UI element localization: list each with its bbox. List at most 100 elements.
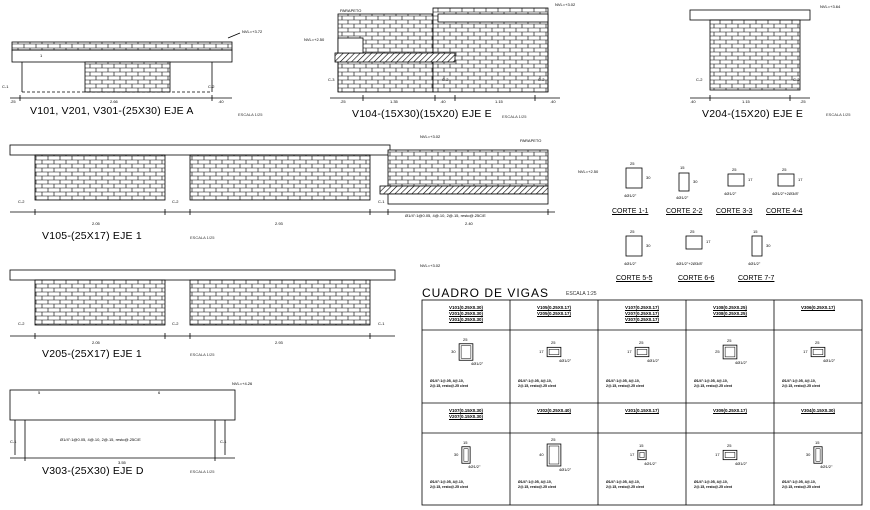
corte-3-label: CORTE 3-3 — [716, 208, 753, 215]
parapeto-v105: PARAPETO — [520, 138, 542, 143]
corte-2-bars: 4Ø1/2" — [676, 195, 689, 200]
cuadro-cell-bars: 4Ø1/2" — [820, 464, 833, 470]
corte-5-h: 30 — [646, 243, 651, 248]
cuadro-title: CUADRO DE VIGAS — [422, 286, 550, 300]
cuadro-cell-name: V307(0.25X0.17) — [624, 317, 660, 322]
corte-5-w: 25 — [630, 229, 635, 234]
level-v204: NVL=+3.64 — [820, 4, 841, 9]
cuadro-cell-name: V107(0.15X0.30) — [448, 408, 484, 413]
dim-v204-a: .40 — [690, 99, 696, 104]
axis-c1-v303: C-1 — [10, 439, 17, 444]
cuadro-cell-width: 25 — [551, 437, 556, 442]
axis-c3-v104: C-3 — [328, 77, 335, 82]
dim-v104-span1: 1.35 — [390, 99, 398, 104]
corte-7-w: 15 — [753, 229, 758, 234]
cuadro-cell-section — [546, 346, 562, 358]
corte-6-section — [685, 235, 703, 250]
cuadro-cell-section — [634, 346, 650, 358]
corte-3-h: 17 — [748, 177, 753, 182]
corte-3-bars: 4Ø1/2" — [724, 191, 737, 196]
cuadro-cell-name: V304(0.15X0.30) — [800, 408, 836, 413]
corte-5-section — [625, 235, 643, 257]
cuadro-cell-width: 15 — [815, 439, 820, 445]
cuadro-cell-spec1: Ø1/4":1@.05, 4@.10, — [782, 480, 816, 484]
scale-v303: ESCALA 1/25 — [190, 469, 215, 474]
level-v303: NVL=+4.26 — [232, 381, 253, 386]
dim-v204-span: 1.15 — [742, 99, 750, 104]
dim-v104-b: .40 — [440, 99, 446, 104]
cuadro-cell-name: V301(0.25X0.30) — [448, 317, 484, 322]
cuadro-cell-stirrup — [548, 445, 560, 465]
cuadro-cell-height: 17 — [715, 452, 720, 457]
cuadro-cell-spec1: Ø1/4":1@.05, 4@.10, — [606, 480, 640, 484]
axis-c2-v204b: C-2 — [793, 77, 800, 82]
corte-5-label: CORTE 5-5 — [616, 275, 653, 282]
cuadro-cell-width: 15 — [639, 443, 644, 449]
cuadro-cell-spec1: Ø1/4":1@.05, 4@.10, — [518, 379, 552, 383]
cuadro-cell-stirrup — [463, 448, 469, 462]
scale-v105: ESCALA 1/25 — [190, 235, 215, 240]
cuadro-cell-name: V201(0.25X0.30) — [448, 311, 484, 316]
cuadro-cell-height: 17 — [803, 349, 808, 354]
corte-1-section — [625, 167, 643, 189]
cuadro-cell-name: V101(0.25X0.30) — [448, 305, 484, 310]
cuadro-cell-name: V306(0.25X0.17) — [800, 305, 836, 310]
cuadro-cell-spec2: 2@.15, resto@.25 c/ext — [782, 485, 820, 489]
cuadro-cell-name: V205(0.25X0.17) — [536, 311, 572, 316]
axis-c2-v205b: C-2 — [172, 321, 179, 326]
axis-c2-v204a: C-2 — [696, 77, 703, 82]
title-v205: V205-(25X17) EJE 1 — [42, 348, 142, 360]
rebar-v303: Ø1/4":1@0.05, 4@.10, 2@.15, resto@.25C/E — [60, 437, 141, 442]
cuadro-cell-name: V207(0.25X0.17) — [624, 311, 660, 316]
cuadro-cell-spec2: 2@.15, resto@.25 c/ext — [694, 485, 732, 489]
corte-1-w: 25 — [630, 161, 635, 166]
cuadro-cell-section — [461, 446, 471, 464]
v205-elevation — [9, 269, 396, 339]
cuadro-cell-spec1: Ø1/4":1@.05, 4@.10, — [518, 480, 552, 484]
cuadro-cell-spec1: Ø1/4":1@.05, 4@.10, — [782, 379, 816, 383]
cuadro-cell-section — [458, 343, 474, 361]
cuadro-cell-section — [810, 346, 826, 358]
level-v104-top: NVL=+3.02 — [555, 2, 576, 7]
cuadro-cell-width: 15 — [463, 439, 468, 445]
cuadro-cell-bars: 4Ø1/2" — [558, 357, 572, 363]
level-v104-left: NVL=+2.50 — [304, 37, 325, 42]
dim-v204-b: .25 — [800, 99, 806, 104]
axis-c2-v205a: C-2 — [18, 321, 25, 326]
v101-elevation — [10, 32, 241, 101]
corte-2-h: 30 — [693, 179, 698, 184]
cuadro-cell-height: 17 — [627, 349, 632, 354]
cuadro-cell-bars: 4Ø1/2" — [558, 467, 572, 472]
cuadro-cell-name: V107(0.25X0.17) — [624, 305, 660, 310]
corte-6-h: 17 — [706, 239, 711, 244]
cuadro-cell-name: V301(0.15X0.17) — [624, 408, 660, 413]
cuadro-cell-width: 25 — [727, 443, 732, 449]
cuadro-cell-width: 25 — [551, 340, 556, 346]
cuadro-cell-stirrup — [460, 345, 472, 359]
cuadro-cell-stirrup — [639, 452, 645, 458]
cuadro-cell-spec2: 2@.15, resto@.25 c/ext — [694, 384, 732, 388]
level-v105-top: NVL=+3.02 — [420, 134, 441, 139]
title-v105: V105-(25X17) EJE 1 — [42, 230, 142, 242]
rebar-v105: Ø1/4":1@0.05, 4@.10, 2@.15, resto@.25C/E — [405, 213, 486, 218]
corte-4-h: 17 — [798, 177, 803, 182]
v204-elevation — [689, 9, 811, 101]
corte-1-h: 30 — [646, 175, 651, 180]
scale-v104: ESCALA 1/25 — [502, 114, 527, 119]
cuadro-cell-name: V309(0.25X0.17) — [712, 408, 748, 413]
cuadro-cell-spec2: 2@.15, resto@.25 c/ext — [430, 384, 468, 388]
cuadro-cell-spec1: Ø1/4":1@.05, 4@.10, — [430, 379, 464, 383]
cuadro-cell-section — [546, 443, 562, 467]
corte-6-label: CORTE 6-6 — [678, 275, 715, 282]
cuadro-cell-spec2: 2@.15, resto@.25 c/ext — [782, 384, 820, 388]
corte-7-section — [751, 235, 763, 257]
cuadro-cell-name: V108(0.25X0.25) — [712, 305, 748, 310]
mark-v303-6: 6 — [158, 390, 161, 395]
cuadro-cell-section — [722, 449, 738, 461]
dim-v101-span: 2.66 — [110, 99, 118, 104]
mark-v303-5: 5 — [38, 390, 41, 395]
dim-v101-right: .40 — [218, 99, 224, 104]
cuadro-cell-spec2: 2@.15, resto@.25 c/ext — [518, 485, 556, 489]
v101-beam — [11, 49, 233, 63]
corte-7-bars: 4Ø1/2" — [748, 261, 761, 266]
